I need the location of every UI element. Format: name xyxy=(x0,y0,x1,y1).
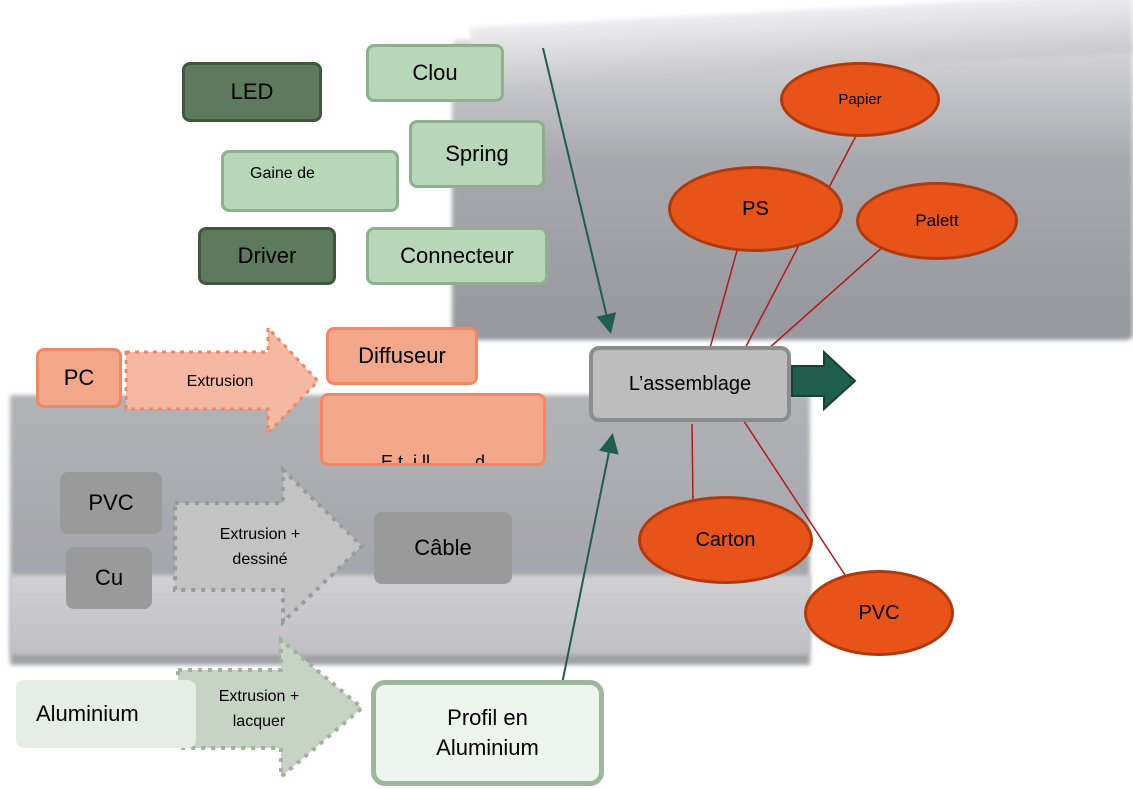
label-alu-process: Extrusion + lacquer xyxy=(196,682,322,736)
label-aluminium: Aluminium xyxy=(36,701,139,726)
source-aluminium: Aluminium xyxy=(16,680,196,748)
line-palett xyxy=(757,244,886,359)
label-ps: PS xyxy=(742,197,769,220)
packaging-palett: Palett xyxy=(856,182,1018,260)
extrusion-arrow-aluminium xyxy=(176,635,366,782)
label-papier: Papier xyxy=(838,91,882,108)
label-cable: Câble xyxy=(414,535,472,560)
line-carton xyxy=(691,423,694,503)
label-clou: Clou xyxy=(412,60,458,85)
packaging-papier: Papier xyxy=(780,62,940,137)
component-connecteur: Connecteur xyxy=(366,227,548,285)
packaging-ps: PS xyxy=(668,166,843,252)
label-carton: Carton xyxy=(695,528,756,551)
label-diffuseur: Diffuseur xyxy=(358,343,446,368)
label-cable-process-line1: Extrusion + xyxy=(219,526,301,543)
source-pvc: PVC xyxy=(60,472,162,534)
label-assembly: L’assemblage xyxy=(628,372,752,395)
extrusion-arrow-cable xyxy=(173,465,365,627)
label-alu-process-line2: lacquer xyxy=(232,713,286,730)
label-driver: Driver xyxy=(237,243,297,268)
label-gaine: Gaine de xyxy=(250,165,315,182)
label-led: LED xyxy=(230,79,274,104)
source-cu: Cu xyxy=(66,547,152,609)
label-cu: Cu xyxy=(94,565,124,590)
component-driver: Driver xyxy=(198,227,336,285)
product-truncated: E t i ll d xyxy=(320,393,546,466)
product-profil: Profil en Aluminium xyxy=(371,680,604,786)
label-cable-process-line2: dessiné xyxy=(232,551,288,568)
arrow-components-to-assembly xyxy=(542,47,617,334)
component-gaine: Gaine de xyxy=(221,150,399,212)
component-clou: Clou xyxy=(366,44,504,102)
label-palett: Palett xyxy=(915,211,959,230)
arrow-profile-to-assembly xyxy=(561,433,619,685)
label-alu-process-line1: Extrusion + xyxy=(218,688,300,705)
component-led: LED xyxy=(182,62,322,122)
label-pvc: PVC xyxy=(858,601,900,624)
label-cable-process: Extrusion + dessiné xyxy=(190,520,330,574)
label-truncated: E t i ll d xyxy=(380,452,486,466)
label-extrusion: Extrusion xyxy=(186,373,254,390)
label-source-pvc: PVC xyxy=(88,490,134,515)
product-diffuseur: Diffuseur xyxy=(326,327,478,385)
packaging-pvc: PVC xyxy=(804,570,954,656)
packaging-carton: Carton xyxy=(638,496,813,584)
label-connecteur: Connecteur xyxy=(400,243,514,268)
assembly-node: L’assemblage xyxy=(589,346,791,422)
label-spring: Spring xyxy=(445,141,509,166)
line-pvc xyxy=(729,399,848,579)
label-profil-line2: Aluminium xyxy=(436,735,539,760)
extrusion-arrow-pc xyxy=(124,324,321,437)
output-arrow xyxy=(791,349,857,412)
line-ps xyxy=(709,246,739,349)
label-pc: PC xyxy=(63,365,95,390)
product-cable: Câble xyxy=(374,512,512,584)
source-pc: PC xyxy=(36,348,122,408)
label-profil-line1: Profil en xyxy=(447,705,528,730)
component-spring: Spring xyxy=(409,120,545,188)
